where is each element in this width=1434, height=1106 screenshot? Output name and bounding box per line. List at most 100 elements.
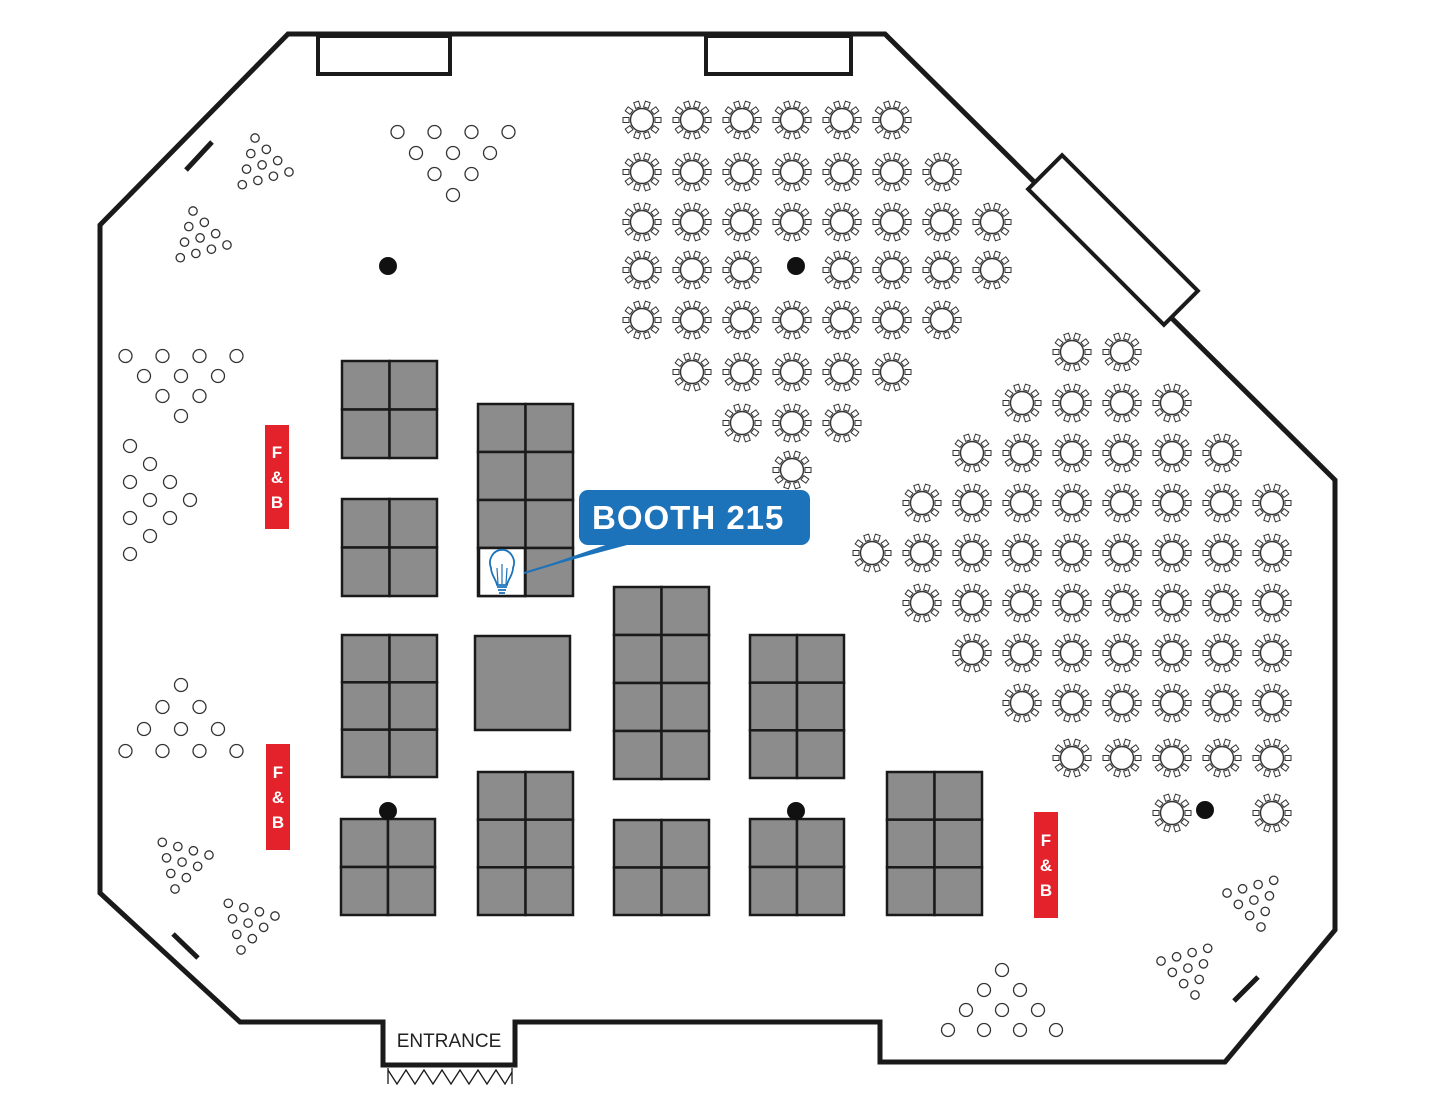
round-table: [1052, 332, 1092, 372]
wall-niche-left: [316, 34, 452, 76]
round-table: [822, 403, 862, 443]
seating-group: [237, 133, 294, 190]
seat: [199, 217, 210, 228]
entrance[interactable]: ENTRANCE: [387, 1031, 513, 1086]
seat: [994, 962, 1010, 978]
booth-cell: [795, 633, 846, 684]
round-table: [772, 300, 812, 340]
seat: [408, 145, 424, 161]
round-table: [972, 250, 1012, 290]
seat: [157, 837, 168, 848]
booth-cell: [885, 866, 936, 917]
seat: [445, 187, 461, 203]
round-table: [622, 300, 662, 340]
seat: [181, 872, 192, 883]
seat: [173, 677, 189, 693]
booth-cell: [388, 681, 439, 731]
seat: [270, 911, 280, 921]
round-table: [952, 583, 992, 623]
booth-cell: [340, 497, 391, 549]
svg-text:B: B: [271, 493, 283, 512]
round-table: [722, 152, 762, 192]
round-table: [622, 250, 662, 290]
booth-cell: [748, 633, 799, 684]
round-table: [1252, 583, 1292, 623]
round-table: [1152, 383, 1192, 423]
round-table: [672, 300, 712, 340]
seat: [122, 510, 138, 526]
seating-group: [223, 898, 280, 955]
seat: [1190, 990, 1200, 1000]
booth-cell: [933, 818, 984, 869]
booth-cell: [524, 818, 575, 869]
round-table: [952, 433, 992, 473]
column-pillar: [787, 257, 805, 275]
seat: [1253, 879, 1263, 890]
seat: [1187, 947, 1197, 958]
booth-cell: [388, 633, 439, 684]
seat: [253, 175, 263, 186]
seat: [464, 124, 479, 140]
seat: [1198, 959, 1209, 969]
booth-cell: [660, 585, 711, 637]
round-table: [1202, 533, 1242, 573]
round-table: [1252, 533, 1292, 573]
booth-cell: [660, 681, 711, 733]
round-table: [1202, 583, 1242, 623]
seat: [940, 1022, 956, 1038]
round-table: [1002, 433, 1042, 473]
seat: [223, 898, 234, 909]
round-table: [672, 352, 712, 392]
column-pillar: [379, 257, 397, 275]
round-table: [1152, 633, 1192, 673]
round-table: [1202, 483, 1242, 523]
booth-cell: [612, 866, 663, 917]
round-table: [1252, 483, 1292, 523]
seating-group: [118, 677, 244, 759]
seating-group: [1156, 943, 1213, 1000]
wall-niche-diagonal: [1025, 152, 1201, 328]
seat: [173, 841, 183, 852]
round-table: [672, 100, 712, 140]
seat: [192, 743, 207, 759]
round-table: [772, 352, 812, 392]
seat: [165, 868, 176, 879]
round-table: [1002, 383, 1042, 423]
seat: [445, 145, 461, 161]
booth-cell: [388, 728, 439, 779]
round-table: [902, 583, 942, 623]
column-pillar: [1196, 801, 1214, 819]
seat: [1256, 922, 1266, 932]
booth-cell: [339, 817, 390, 869]
seat: [254, 906, 265, 917]
booth-cell: [612, 633, 663, 685]
seat: [1260, 906, 1271, 917]
round-tables-layer: [622, 100, 1292, 833]
round-table: [922, 300, 962, 340]
booth-cell: [660, 866, 711, 917]
round-table: [772, 450, 812, 490]
seat: [155, 348, 170, 364]
round-table: [722, 100, 762, 140]
seat: [241, 164, 252, 174]
round-table: [1052, 483, 1092, 523]
seat: [142, 528, 158, 544]
booth-cell: [524, 866, 575, 917]
round-table: [1102, 533, 1142, 573]
seat: [183, 221, 194, 232]
booth-cell: [476, 450, 527, 502]
seat: [142, 492, 158, 508]
booth-cell: [933, 866, 984, 917]
seat: [1264, 891, 1275, 901]
seat: [1249, 895, 1259, 905]
booth-cell: [795, 729, 846, 780]
lightbulb-icon: [489, 548, 515, 594]
booth-cell: [386, 817, 437, 869]
round-table: [622, 202, 662, 242]
seating-group: [122, 438, 198, 562]
svg-text:F: F: [273, 763, 283, 782]
round-table: [1252, 738, 1292, 778]
booth-cell: [340, 681, 391, 731]
seat: [236, 945, 246, 955]
